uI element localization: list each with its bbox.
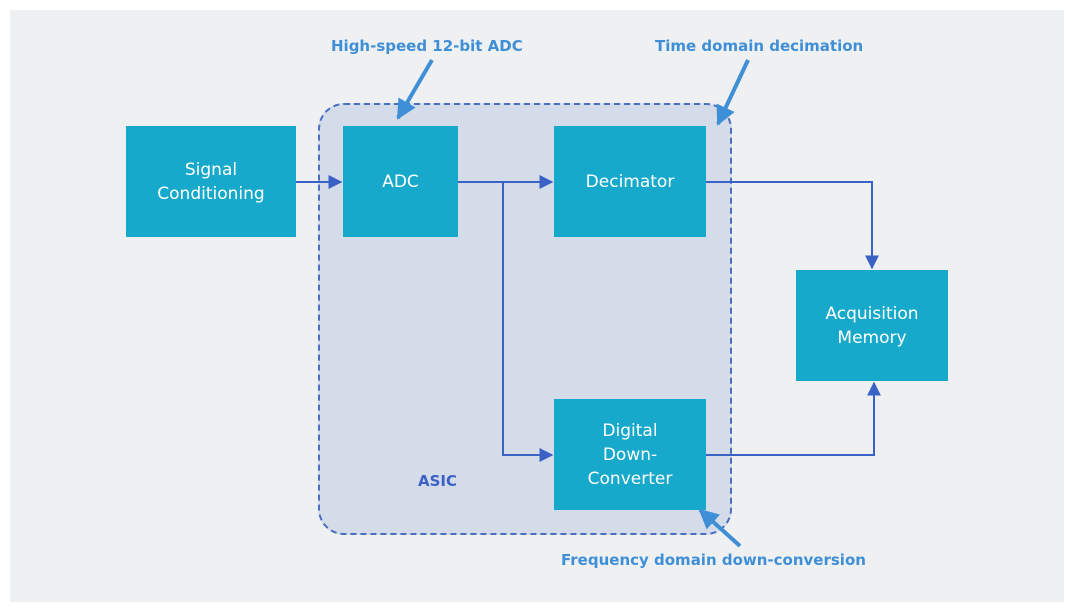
digital-down-converter-block: Digital Down- Converter bbox=[554, 399, 706, 510]
ddc-annotation: Frequency domain down-conversion bbox=[561, 551, 866, 569]
acquisition-memory-block: Acquisition Memory bbox=[796, 270, 948, 381]
signal-conditioning-block: Signal Conditioning bbox=[126, 126, 296, 237]
decimator-block: Decimator bbox=[554, 126, 706, 237]
adc-annotation: High-speed 12-bit ADC bbox=[331, 37, 523, 55]
asic-label: ASIC bbox=[418, 472, 458, 490]
decimation-annotation: Time domain decimation bbox=[655, 37, 864, 55]
adc-block: ADC bbox=[343, 126, 458, 237]
